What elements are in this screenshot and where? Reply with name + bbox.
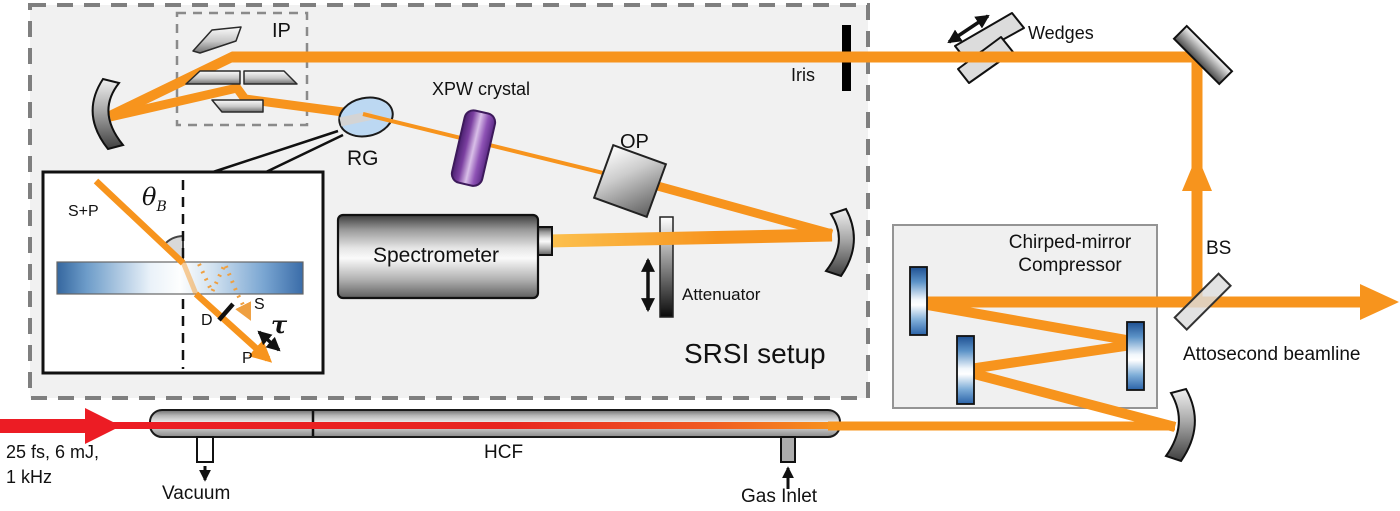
spectrometer: [336, 213, 553, 300]
attosecond-beamline-label: Attosecond beamline: [1183, 344, 1361, 365]
mirror-top-right: [1172, 24, 1234, 86]
compressor-label-line1: Chirped-mirror: [1008, 232, 1132, 253]
attosecond-beam-arrowhead: [1360, 284, 1399, 320]
vacuum-port: [196, 436, 214, 482]
input-pulse-label: 25 fs, 6 mJ, 1 kHz: [6, 440, 99, 490]
wedges: [947, 12, 1025, 84]
beam-in-fiber: [100, 422, 840, 429]
input-pulse-line1: 25 fs, 6 mJ,: [6, 442, 100, 462]
gas-inlet-port: [780, 436, 796, 489]
op-element: [592, 143, 668, 219]
ip-prism-mid-left: [185, 70, 241, 85]
rg-plate: [338, 96, 394, 138]
vacuum-label: Vacuum: [162, 483, 231, 504]
chirped-mirror-left: [909, 266, 928, 336]
hcf-label: HCF: [484, 442, 524, 463]
rg-inset: [41, 170, 325, 375]
chirped-mirror-right: [1126, 321, 1145, 391]
chirped-mirror-middle: [956, 335, 975, 405]
bs-label: BS: [1206, 238, 1232, 259]
input-beam-arrow: [0, 408, 121, 444]
inset-d-label: D: [201, 312, 213, 329]
ip-prism-bottom: [211, 99, 264, 113]
inset-tau-label: τ: [271, 310, 288, 339]
compressor-label: Chirped-mirror Compressor: [985, 231, 1155, 277]
curved-mirror-srsi-right: [824, 207, 855, 278]
compressor-box: [892, 224, 1158, 409]
ip-prisms: [185, 26, 298, 113]
ip-prism-top: [192, 26, 242, 54]
iris-label: Iris: [791, 65, 815, 85]
ip-box: [175, 11, 309, 127]
glass-plate: [56, 261, 304, 295]
inset-p-label: P: [242, 350, 253, 367]
refracted-beam: [180, 261, 199, 295]
attenuator-label: Attenuator: [682, 285, 761, 304]
delay-plate-tick: [217, 302, 235, 322]
inset-sp-label: S+P: [68, 203, 99, 220]
incident-beam-sp: [93, 178, 186, 266]
curved-mirror-bottom-right: [1164, 387, 1196, 463]
p-beam: [193, 291, 273, 363]
ip-prism-mid-right: [243, 70, 298, 85]
spectrometer-label: Spectrometer: [372, 244, 500, 267]
wedges-label: Wedges: [1028, 23, 1094, 43]
gas-inlet-label: Gas Inlet: [741, 486, 818, 507]
bs-up-arrowhead: [1182, 155, 1212, 191]
rg-label: RG: [347, 147, 379, 170]
curved-mirror-left: [91, 77, 125, 151]
chirped-mirrors: [909, 266, 1145, 405]
inset-callout-lines: [212, 129, 344, 174]
xpw-crystal: [450, 109, 497, 187]
op-label: OP: [620, 131, 649, 153]
beamsplitter: [1173, 272, 1232, 331]
ip-label: IP: [272, 20, 291, 42]
wedges-translation-arrow: [947, 14, 990, 44]
theta-symbol: θ: [142, 183, 157, 211]
compressor-label-line2: Compressor: [1018, 255, 1122, 276]
input-pulse-line2: 1 kHz: [6, 467, 53, 487]
srsi-setup-label: SRSI setup: [684, 338, 826, 369]
xpw-crystal-label: XPW crystal: [432, 79, 531, 99]
theta-subscript: B: [156, 198, 167, 215]
tau-delay-arrow: [257, 330, 281, 352]
inset-theta-b-label: θB: [142, 184, 167, 215]
inset-s-label: S: [254, 296, 265, 313]
